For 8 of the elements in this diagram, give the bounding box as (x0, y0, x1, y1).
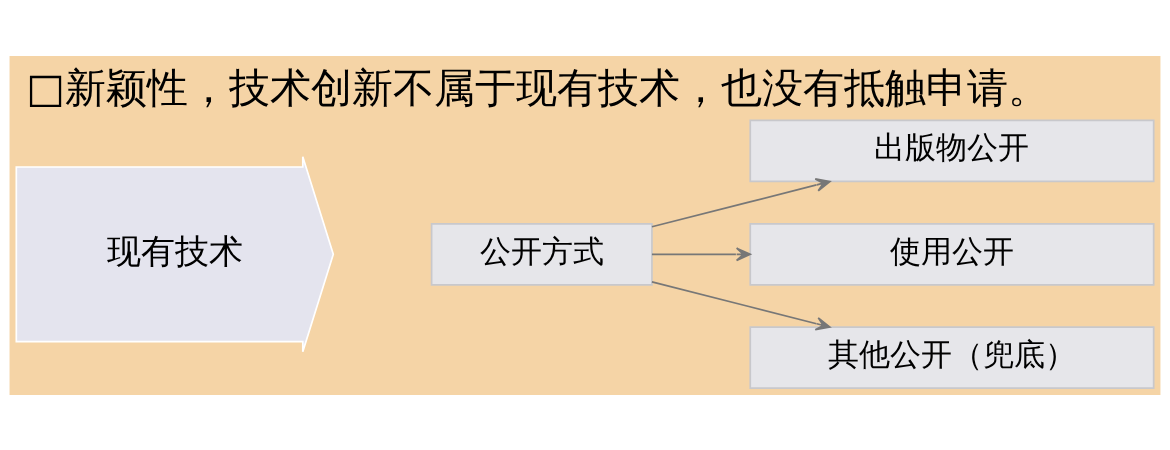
node-box: 公开方式 (430, 222, 653, 286)
arrow (651, 246, 752, 261)
arrow (651, 280, 831, 331)
arrow (651, 177, 831, 228)
diagram-title: □新颖性，技术创新不属于现有技术，也没有抵触申请。 (26, 63, 1049, 112)
node-box: 使用公开 (749, 222, 1155, 286)
node-box: 出版物公开 (749, 119, 1155, 182)
node-box: 其他公开（兜底） (749, 325, 1155, 389)
